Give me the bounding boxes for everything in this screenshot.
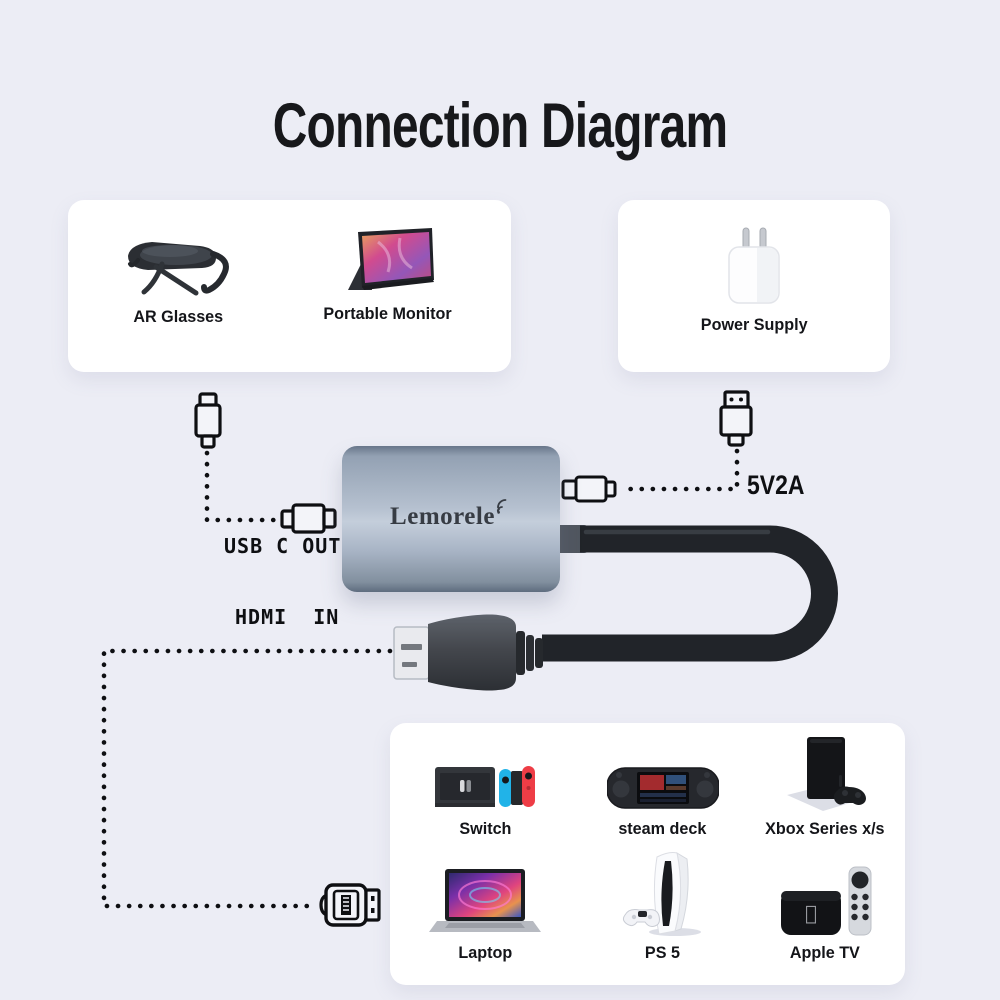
device-label: steam deck: [618, 819, 707, 838]
device-label: Xbox Series x/s: [765, 819, 885, 838]
switch-image: [435, 766, 535, 807]
usb-c-power-port-icon: [561, 475, 617, 503]
output-devices-card: AR Glasses Portable Monitor: [68, 200, 511, 372]
xbox-image: [787, 737, 866, 811]
source-device-apple-tv:  Apple TV: [755, 841, 895, 965]
usb-c-out-label: USB C OUT: [224, 534, 342, 558]
ar-glasses-image: [128, 242, 229, 296]
hdmi-plug-icon: [319, 883, 381, 927]
device-label: Switch: [458, 819, 512, 838]
laptop-image: [429, 869, 541, 932]
page-title: Connection Diagram: [272, 91, 728, 161]
device-label: AR Glasses: [133, 307, 223, 326]
adapter-body: Lemorele: [342, 446, 560, 592]
dotted-line-usb-c-out: [204, 450, 280, 523]
device-label: Power Supply: [700, 315, 808, 334]
power-spec-label: 5V2A: [747, 470, 805, 500]
adapter-brand-logo: Lemorele: [390, 499, 512, 531]
signal-waves-icon: [496, 499, 507, 514]
source-device-ps5: PS 5: [570, 841, 755, 965]
steam-deck-image: [606, 767, 719, 809]
source-devices-card: Switch steam deck: [390, 723, 905, 985]
source-device-switch: Switch: [400, 731, 570, 841]
output-device-ar-glasses: AR Glasses: [96, 234, 260, 327]
output-device-portable-monitor: Portable Monitor: [296, 228, 480, 324]
apple-tv-image: : [781, 866, 872, 936]
source-device-laptop: Laptop: [400, 841, 570, 965]
device-label: PS 5: [644, 943, 681, 962]
usb-c-out-port-icon: [280, 503, 337, 534]
power-supply-card: Power Supply: [618, 200, 890, 372]
portable-monitor-image: [348, 228, 434, 290]
usb-a-plug-icon: [719, 390, 753, 447]
ps5-image: [622, 851, 701, 936]
source-devices-grid: Switch steam deck: [400, 731, 895, 977]
source-device-xbox: Xbox Series x/s: [755, 731, 895, 841]
device-label: Apple TV: [789, 943, 860, 962]
power-device-cell: Power Supply: [618, 224, 890, 335]
adapter-cable-hdmi-plug: [393, 525, 838, 691]
dotted-line-power: [619, 448, 740, 492]
usb-c-plug-icon: [194, 392, 222, 449]
device-label: Portable Monitor: [323, 304, 453, 323]
apple-logo-icon: : [805, 901, 817, 925]
dotted-line-hdmi-in: [101, 648, 393, 909]
source-device-steam-deck: steam deck: [570, 731, 755, 841]
hdmi-in-label: HDMI IN: [235, 605, 340, 629]
power-supply-image: [728, 227, 780, 304]
adapter-brand-text: Lemorele: [390, 503, 495, 530]
device-label: Laptop: [458, 943, 512, 962]
